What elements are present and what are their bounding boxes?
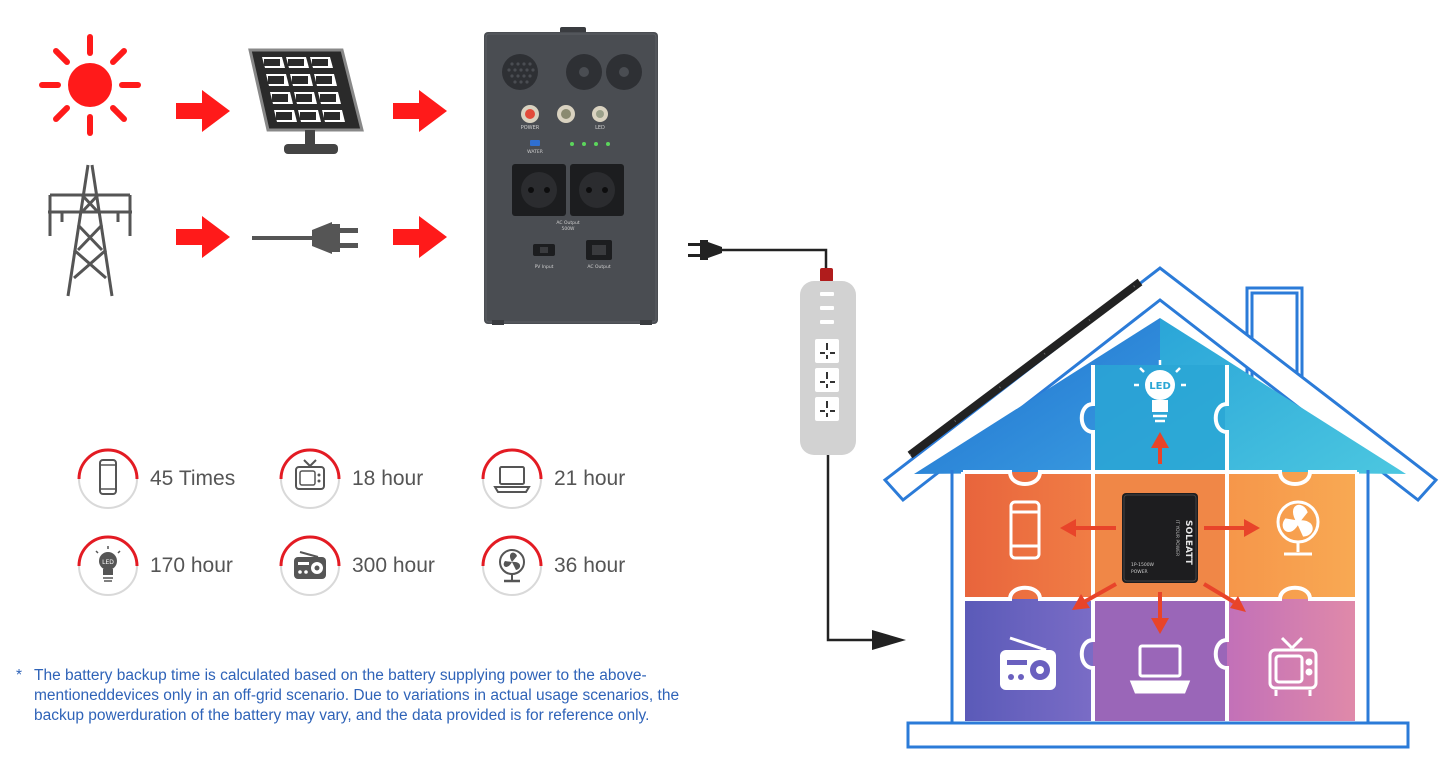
runtime-value: 300 hour (352, 554, 435, 577)
ac-input-port (586, 240, 612, 260)
runtime-value: 21 hour (554, 467, 626, 490)
ac-socket (512, 164, 566, 216)
radio-icon (1000, 636, 1056, 690)
fan-icon (1276, 500, 1320, 556)
house-power-station: SOLEATT IT YOUR POWER 1P-1500W POWER (1122, 493, 1198, 583)
led-bulb-icon: LED (77, 535, 139, 596)
flow-arrow (176, 90, 230, 132)
power-button[interactable] (521, 105, 539, 123)
cable-arrow-head (872, 630, 906, 650)
usb-label: WATER (527, 149, 543, 155)
vent-grille (502, 54, 538, 90)
flow-arrow (393, 90, 447, 132)
power-tower-icon (48, 164, 132, 297)
solar-panel-icon (248, 48, 364, 154)
runtime-item: 36 hour (480, 534, 680, 604)
strip-outlet (815, 397, 839, 421)
runtime-value: 45 Times (150, 467, 236, 490)
strip-cable (826, 455, 892, 642)
battery-level-leds (570, 142, 610, 146)
runtime-item: 300 hour (278, 534, 478, 604)
device-tagline: IT YOUR POWER (1174, 520, 1180, 556)
sun-icon (39, 34, 141, 136)
runtime-value: 18 hour (352, 467, 424, 490)
flow-arrow (176, 216, 230, 258)
power-arrows (1060, 432, 1260, 634)
runtime-item: 21 hour (480, 447, 680, 517)
footnote-text: The battery backup time is calculated ba… (34, 667, 680, 724)
cooling-fan-icon (566, 54, 602, 90)
ac-socket (570, 164, 624, 216)
strip-outlet (815, 339, 839, 363)
fan-icon (481, 535, 543, 596)
output-cable (722, 248, 828, 270)
power-station: POWER LED WATER AC Output 500W (484, 27, 658, 325)
output-plug-icon (688, 240, 722, 260)
svg-text:LED: LED (102, 559, 114, 566)
tv-icon (279, 448, 341, 509)
radio-icon (279, 535, 341, 596)
laptop-icon (1129, 644, 1191, 694)
led-button[interactable] (592, 106, 608, 122)
device-brand: SOLEATT (1183, 520, 1193, 566)
led-label: LED (595, 125, 605, 131)
smartphone-icon (77, 448, 139, 509)
smartphone-icon (1009, 500, 1041, 560)
device-model: 1P-1500W (1131, 562, 1155, 568)
power-label: POWER (521, 125, 540, 131)
ac-input-label: AC Output (587, 264, 610, 270)
led-bulb-label: LED (1149, 381, 1171, 392)
strip-outlet (815, 368, 839, 392)
footnote-star: * (16, 667, 23, 684)
house (882, 266, 1439, 749)
runtime-item: 45 Times (76, 447, 276, 517)
runtime-value: 36 hour (554, 554, 626, 577)
laptop-icon (481, 448, 543, 509)
pv-input-port (533, 244, 555, 256)
led-bulb-icon (1134, 360, 1186, 423)
runtime-item: 18 hour (278, 447, 478, 517)
ac-output-label: AC Output (556, 220, 579, 226)
flow-arrow (393, 216, 447, 258)
usb-port (530, 140, 540, 146)
display-button[interactable] (557, 105, 575, 123)
runtime-item: LED 170 hour (76, 534, 276, 604)
tv-icon (1268, 636, 1318, 696)
device-sub: POWER (1131, 569, 1148, 575)
ac-output-watts-label: 500W (561, 226, 575, 232)
cooling-fan-icon (606, 54, 642, 90)
footnote: * The battery backup time is calculated … (16, 666, 696, 726)
ac-plug-icon (252, 222, 358, 254)
pv-input-label: PV Input (535, 264, 554, 270)
runtime-value: 170 hour (150, 554, 233, 577)
